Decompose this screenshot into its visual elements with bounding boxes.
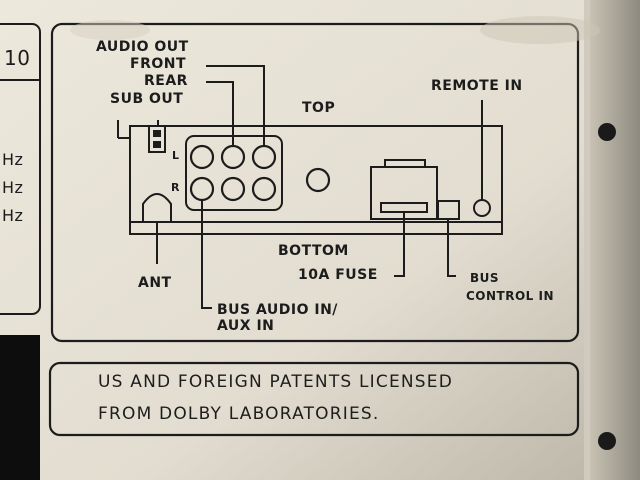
notice-line-1: US AND FOREIGN PATENTS LICENSED [98, 372, 454, 392]
right-channel-label: R [171, 181, 180, 194]
freq-label: Hz [2, 150, 24, 169]
bus-connector-notch [384, 159, 426, 167]
notice-frame [48, 361, 580, 437]
freq-label: Hz [2, 206, 24, 225]
front-label: FRONT [130, 56, 187, 72]
sticker-right-border [584, 0, 590, 480]
front-leader [206, 65, 265, 146]
unit-base [129, 221, 503, 235]
sub-out-pin [153, 130, 161, 137]
bus-control-label: CONTROL IN [466, 289, 555, 303]
chassis-edge [588, 0, 640, 480]
remote-in-label: REMOTE IN [431, 78, 523, 94]
bus-control-label: BUS [470, 271, 500, 285]
rear-label: REAR [144, 73, 188, 89]
notice-line-2: FROM DOLBY LABORATORIES. [98, 404, 380, 424]
bus-audio-label: BUS AUDIO IN/ [217, 302, 338, 318]
mounting-hole [598, 123, 616, 141]
center-jack [305, 167, 331, 193]
rca-jack-rear-right [220, 176, 246, 202]
diagram-frame [50, 22, 580, 343]
stain [480, 16, 600, 44]
black-block [0, 335, 40, 480]
fuse-leader [394, 212, 405, 277]
rca-jack-front-right [251, 176, 277, 202]
sub-out-pin [153, 141, 161, 148]
rear-leader [206, 81, 234, 146]
aux-in-label: AUX IN [217, 318, 275, 334]
rca-jack-sub-left [189, 144, 215, 170]
mounting-hole [598, 432, 616, 450]
antenna-connector [142, 193, 172, 222]
bottom-label: BOTTOM [278, 243, 349, 259]
bus-audio-leader [201, 200, 212, 309]
freq-label: Hz [2, 178, 24, 197]
ant-label: ANT [138, 275, 172, 291]
top-label: TOP [302, 100, 336, 116]
left-panel-frame [0, 23, 41, 315]
left-channel-label: L [172, 149, 180, 162]
bus-control-leader [447, 219, 456, 277]
fuse-label: 10A FUSE [298, 267, 378, 283]
stain [70, 20, 150, 40]
sub-out-label: SUB OUT [110, 91, 184, 107]
audio-out-label: AUDIO OUT [96, 39, 189, 55]
model-fragment: 10 [4, 46, 31, 70]
